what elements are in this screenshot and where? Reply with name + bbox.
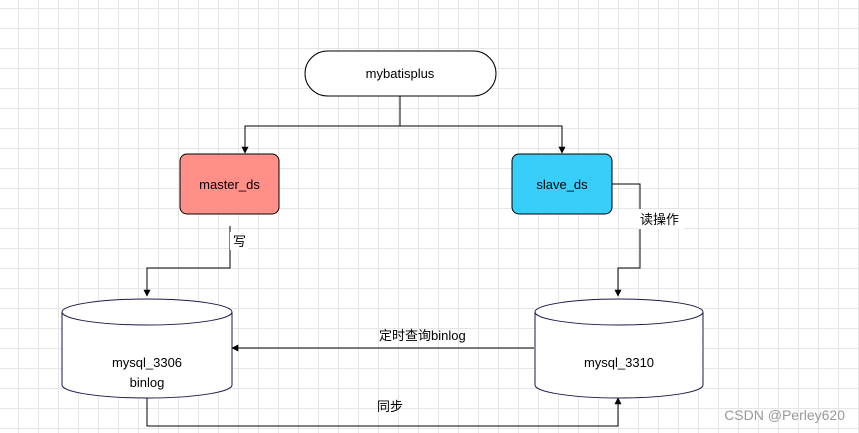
master-ds-shape <box>179 153 280 215</box>
node-mybatisplus[interactable]: mybatisplus <box>304 50 497 97</box>
mysql-3310-cylinder-top <box>534 298 704 326</box>
edge-mysql3306-to-mysql3310 <box>146 397 622 427</box>
edge-slave-to-mysql3310 <box>612 183 641 297</box>
slave-ds-shape <box>511 153 613 215</box>
node-slave-ds[interactable]: slave_ds <box>511 153 613 215</box>
edge-label-read: 读操作 <box>640 212 679 227</box>
edge-mybatisplus-to-slave <box>400 125 566 154</box>
node-mysql-3306[interactable]: mysql_3306 binlog <box>61 298 233 399</box>
mysql-3306-sublabel: binlog <box>130 375 165 390</box>
csdn-watermark: CSDN @Perley620 <box>724 407 845 423</box>
mysql-3310-label: mysql_3310 <box>584 355 654 370</box>
mybatisplus-label: mybatisplus <box>366 66 435 81</box>
mybatisplus-shape <box>304 50 497 97</box>
master-ds-label: master_ds <box>199 177 260 192</box>
slave-ds-label: slave_ds <box>536 177 588 192</box>
mysql-3306-cylinder-top <box>61 298 233 326</box>
edge-mybatisplus-to-master <box>241 96 401 154</box>
edge-label-sync: 同步 <box>377 399 403 414</box>
edge-label-query-binlog: 定时查询binlog <box>379 328 466 343</box>
mysql-3310-cylinder-body <box>534 312 704 399</box>
mysql-3306-cylinder-body <box>61 312 233 399</box>
node-mysql-3310[interactable]: mysql_3310 <box>534 298 704 399</box>
write-label-bg <box>230 232 248 250</box>
edge-label-write: 写 <box>233 234 246 249</box>
mysql-3306-label: mysql_3306 <box>112 355 182 370</box>
read-label-bg <box>638 209 684 229</box>
node-master-ds[interactable]: master_ds <box>179 153 280 215</box>
edge-master-to-mysql3306 <box>143 226 231 297</box>
